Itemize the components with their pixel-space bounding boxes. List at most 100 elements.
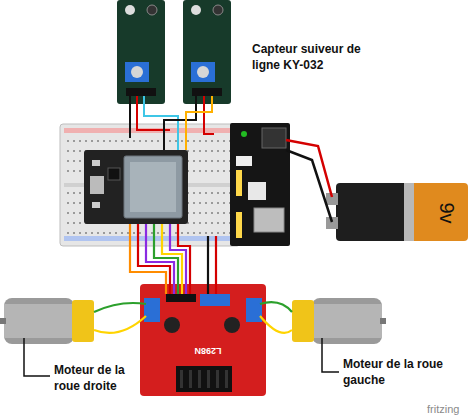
power-supply-module	[248, 182, 266, 200]
motor-left-wheel	[292, 300, 314, 342]
line-sensor-left	[117, 0, 165, 104]
l298n-driver	[224, 317, 240, 333]
motor-left-wheel	[312, 298, 382, 344]
power-supply-module	[262, 128, 286, 148]
breadboard-holes	[181, 232, 183, 234]
breadboard-holes	[199, 150, 201, 152]
breadboard-holes	[217, 150, 219, 152]
breadboard-holes	[217, 212, 219, 214]
breadboard-holes	[67, 222, 69, 224]
breadboard-holes	[199, 222, 201, 224]
motor-right-wheel	[4, 304, 74, 338]
driver-wires	[215, 236, 217, 294]
breadboard-holes	[187, 140, 189, 142]
battery-wires	[286, 140, 332, 222]
line-sensor-left	[125, 62, 149, 82]
breadboard-holes	[79, 140, 81, 142]
breadboard-holes	[73, 222, 75, 224]
motor-callout: Moteur de la roue gauche	[343, 357, 461, 388]
power-supply-module	[230, 123, 290, 246]
breadboard-holes	[217, 192, 219, 194]
breadboard-holes	[193, 192, 195, 194]
breadboard-holes	[169, 140, 171, 142]
breadboard-holes	[217, 140, 219, 142]
breadboard-holes	[79, 150, 81, 152]
power-supply-module	[230, 123, 290, 246]
esp32-board	[92, 160, 100, 166]
battery-9v	[336, 183, 408, 241]
breadboard-holes	[199, 160, 201, 162]
breadboard-holes	[115, 232, 117, 234]
breadboard-holes	[193, 222, 195, 224]
breadboard	[64, 236, 236, 241]
heatsink-fins	[180, 370, 183, 388]
breadboard-holes	[223, 202, 225, 204]
l298n-driver	[144, 298, 160, 322]
motor-right-wheel	[0, 298, 94, 344]
breadboard-holes	[193, 160, 195, 162]
line-sensor-right	[191, 62, 215, 82]
breadboard-holes	[109, 140, 111, 142]
line-sensor-right	[192, 88, 222, 96]
breadboard-holes	[199, 140, 201, 142]
breadboard-holes	[205, 232, 207, 234]
power-supply-module	[236, 170, 242, 196]
breadboard-holes	[67, 212, 69, 214]
breadboard-holes	[127, 232, 129, 234]
breadboard-holes	[205, 222, 207, 224]
breadboard-holes	[73, 150, 75, 152]
breadboard-holes	[199, 232, 201, 234]
breadboard-holes	[181, 140, 183, 142]
l298n-driver	[166, 294, 196, 302]
l298n-driver	[176, 366, 232, 392]
breadboard-holes	[217, 170, 219, 172]
breadboard-holes	[73, 212, 75, 214]
breadboard-holes	[223, 192, 225, 194]
power-supply-module	[241, 131, 247, 137]
esp32-board	[130, 162, 176, 212]
breadboard-holes	[205, 170, 207, 172]
line-sensor-right	[197, 66, 209, 78]
breadboard-holes	[73, 202, 75, 204]
esp32-board	[84, 150, 188, 224]
heatsink-fins	[207, 370, 210, 388]
breadboard-holes	[67, 170, 69, 172]
breadboard-holes	[205, 192, 207, 194]
chip-label: L298N	[186, 344, 230, 356]
battery-9v	[326, 183, 468, 241]
breadboard-holes	[103, 140, 105, 142]
leader-lines	[24, 338, 50, 376]
breadboard-holes	[205, 140, 207, 142]
driver-wires	[207, 236, 209, 294]
motor-right-wheel	[4, 298, 74, 344]
sensor-wires	[186, 96, 212, 150]
driver-wires	[154, 224, 178, 294]
motor-right-wheel	[0, 318, 6, 324]
heatsink-fins	[189, 370, 192, 388]
breadboard-holes	[73, 140, 75, 142]
breadboard-holes	[67, 160, 69, 162]
breadboard-holes	[67, 150, 69, 152]
battery-9v	[404, 183, 468, 241]
power-supply-module	[236, 212, 242, 238]
sensor-wires	[130, 96, 214, 150]
breadboard-holes	[217, 222, 219, 224]
breadboard-holes	[79, 232, 81, 234]
breadboard-holes	[211, 202, 213, 204]
l298n-driver	[246, 298, 262, 322]
breadboard-holes	[79, 212, 81, 214]
breadboard-holes	[193, 140, 195, 142]
breadboard-holes	[205, 212, 207, 214]
breadboard-holes	[187, 232, 189, 234]
breadboard-holes	[175, 140, 177, 142]
breadboard	[60, 124, 240, 246]
breadboard-holes	[79, 192, 81, 194]
breadboard-holes	[121, 232, 123, 234]
breadboard-holes	[133, 232, 135, 234]
breadboard-holes	[109, 232, 111, 234]
breadboard-holes	[193, 202, 195, 204]
esp32-board	[84, 150, 188, 224]
breadboard-holes	[85, 140, 87, 142]
motor-wires	[94, 316, 146, 333]
